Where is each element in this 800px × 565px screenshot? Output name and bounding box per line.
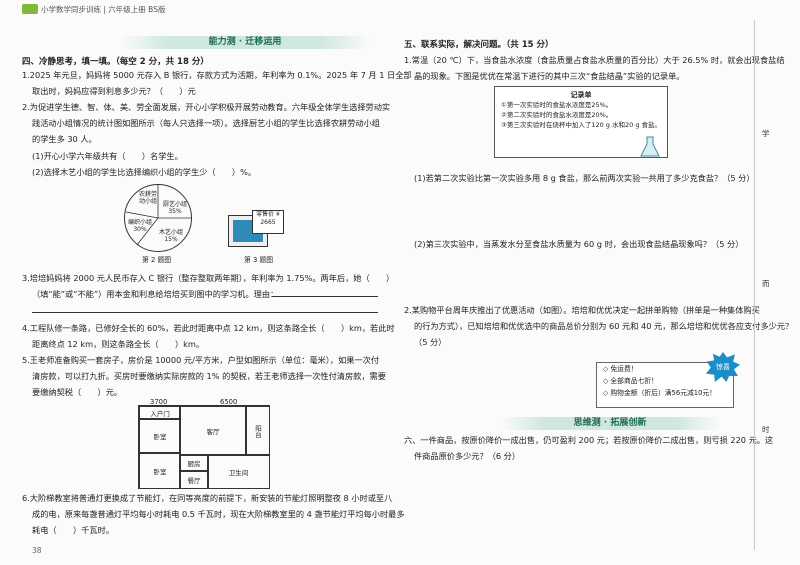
experiment-record-card: 记录单 ①第一次实验时的食盐水浓度是25%。 ②第二次实验时的食盐水浓度是20%… [494,86,668,158]
margin-char-1: 学 [762,129,770,138]
margin-rule [754,20,755,550]
room-dining: 餐厅 [179,470,209,489]
room-living: 客厅 [179,406,247,456]
r-q2-line-1: 2.某购物平台周年庆推出了优惠活动（如图）。培培和优优决定一起拼单购物（拼单是一… [404,305,760,315]
room-bathroom: 卫生间 [207,454,270,489]
r-q1a: (1)若第二次实验比第一次实验多用 8 g 食盐，那么前两次实验一共用了多少克食… [414,173,755,183]
room-kitchen: 厨房 [179,454,209,472]
record-title: 记录单 [570,91,592,99]
q5-line-1: 5.王老师准备购买一套房子，房价是 10000 元/平方米，户型如图所示（单位：… [22,355,380,365]
figure-3-caption: 第 3 题图 [244,256,274,264]
pie-label-farming: 农耕劳动小组 [138,191,157,205]
promo-line-2: ◇ 全部商品七折！ [603,377,658,385]
q2-sub-2: (2)选择木艺小组的学生比选择编织小组的学生少（ ）%。 [32,167,257,177]
dim-3700: 3700 [150,398,168,406]
pie-label-cooking: 厨艺小组 35% [163,201,188,215]
book-title: 小学数学同步训练 | 六年级上册 BS版 [41,5,166,14]
dim-6500: 6500 [220,398,238,406]
q6-line-2: 成的电，原来每盏普通灯平均每小时耗电 0.5 千瓦时，现在大阶梯教室里的 4 盏… [32,509,405,519]
room-bedroom-1: 卧室 [139,418,181,454]
r-q1-line-1: 1.常温（20 ℃）下，当食盐水浓度（食盐质量占食盐水质量的百分比）大于 26.… [404,55,785,65]
q6-line-1: 6.大阶梯教室将普通灯更换成了节能灯，在同等亮度的前提下，新安装的节能灯照明整夜… [22,493,393,503]
labor-groups-pie-chart: 农耕劳动小组 厨艺小组 35% 编织小组 30% 木艺小组 15% [124,184,192,252]
record-line-2: ②第二次实验时的食盐水浓度是20%。 [501,111,613,119]
chapter-tag [22,4,38,14]
q3-line-2: （填“能”或“不能”）用本金和利息给培培买到图中的学习机。理由： [32,289,279,299]
room-bedroom-2: 卧室 [139,452,181,489]
q5-line-2: 清房款，可以打九折。买房时要缴纳实际房款的 1% 的契税，若王老师选择一次性付清… [32,371,386,381]
margin-char-2: 而 [762,279,770,288]
record-line-1: ①第一次实验时的食盐水浓度是25%。 [501,101,613,109]
pie-label-weaving: 编织小组 30% [127,219,152,233]
r-q1b: (2)第三次实验中，当蒸发水分至食盐水质量为 60 g 时，会出现食盐结晶现象吗… [414,239,744,249]
q2-line-3: 的学生多 30 人。 [32,134,97,144]
figure-2-caption: 第 2 题图 [142,256,172,264]
room-entry: 入户门 [139,406,181,420]
thinking-banner: 思维测 · 拓展创新 [500,417,720,430]
r-q6-line-1: 六、一件商品，按原价降价一成出售，仍可盈利 200 元；若按原价降价二成出售，则… [404,435,774,445]
r-q2-line-3: （5 分） [414,337,447,347]
q4-line-1: 4.工程队修一条路，已修好全长的 60%，若此时距离中点 12 km，则这条路全… [22,323,395,333]
promotion-card: ◇ 免运费！ ◇ 全部商品七折！ ◇ 购物金额（折后）满56元减10元！ [596,362,734,408]
q6-line-3: 耗电（ ）千瓦时。 [32,525,114,535]
q2-line-2: 践活动小组情况的统计图如图所示（每人只选择一项）。选择厨艺小组的学生比选择农耕劳… [32,118,380,128]
page-number: 38 [32,546,42,555]
r-q1-line-2: 晶的现象。下图是优优在常温下进行的其中三次“食盐结晶”实验的记录单。 [414,71,685,81]
price-tag: 零售价 ¥ 2665 [252,210,284,234]
ability-banner: 能力测 · 迁移运用 [120,36,370,49]
promo-line-3: ◇ 购物金额（折后）满56元减10元！ [603,389,717,397]
beaker-icon [640,136,660,157]
q2-line-1: 2.为促进学生德、智、体、美、劳全面发展，开心小学积极开展劳动教育。六年级全体学… [22,102,391,112]
section-5-title: 五、联系实际，解决问题。（共 15 分） [404,40,554,50]
promo-line-1: ◇ 免运费！ [603,365,638,373]
q2-sub-1: (1)开心小学六年级共有（ ）名学生。 [32,151,183,161]
q3-answer-line [272,296,378,297]
margin-char-3: 时 [762,425,770,434]
record-line-3: ③第三次实验时在烧杯中加入了120 g 水和20 g 食盐。 [501,121,662,129]
section-4-title: 四、冷静思考，填一填。（每空 2 分，共 18 分） [22,57,209,67]
q1-line-1: 1.2025 年元旦，妈妈将 5000 元存入 B 银行，存款方式为活期，年利率… [22,70,412,80]
r-q2-line-2: 的行为方式），已知培培和优优选中的商品总价分别为 60 元和 40 元，那么培培… [414,321,794,331]
r-q6-line-2: 件商品原价多少元？（6 分） [414,451,521,461]
q4-line-2: 距离终点 12 km，则这条路全长（ ）km。 [32,339,205,349]
q1-line-2: 取出时，妈妈应得到利息多少元？（ ）元 [32,86,196,96]
q3-answer-line-2 [32,312,378,313]
pie-label-woodwork: 木艺小组 15% [159,229,184,243]
q3-line-1: 3.培培妈妈将 2000 元人民币存入 C 银行（整存整取两年期），年利率为 1… [22,273,395,283]
q5-line-3: 要缴纳契税（ ）元。 [32,387,123,397]
floor-plan: 入户门 卧室 卧室 客厅 阳台 厨房 餐厅 卫生间 [138,405,270,489]
room-balcony: 阳台 [245,406,270,456]
